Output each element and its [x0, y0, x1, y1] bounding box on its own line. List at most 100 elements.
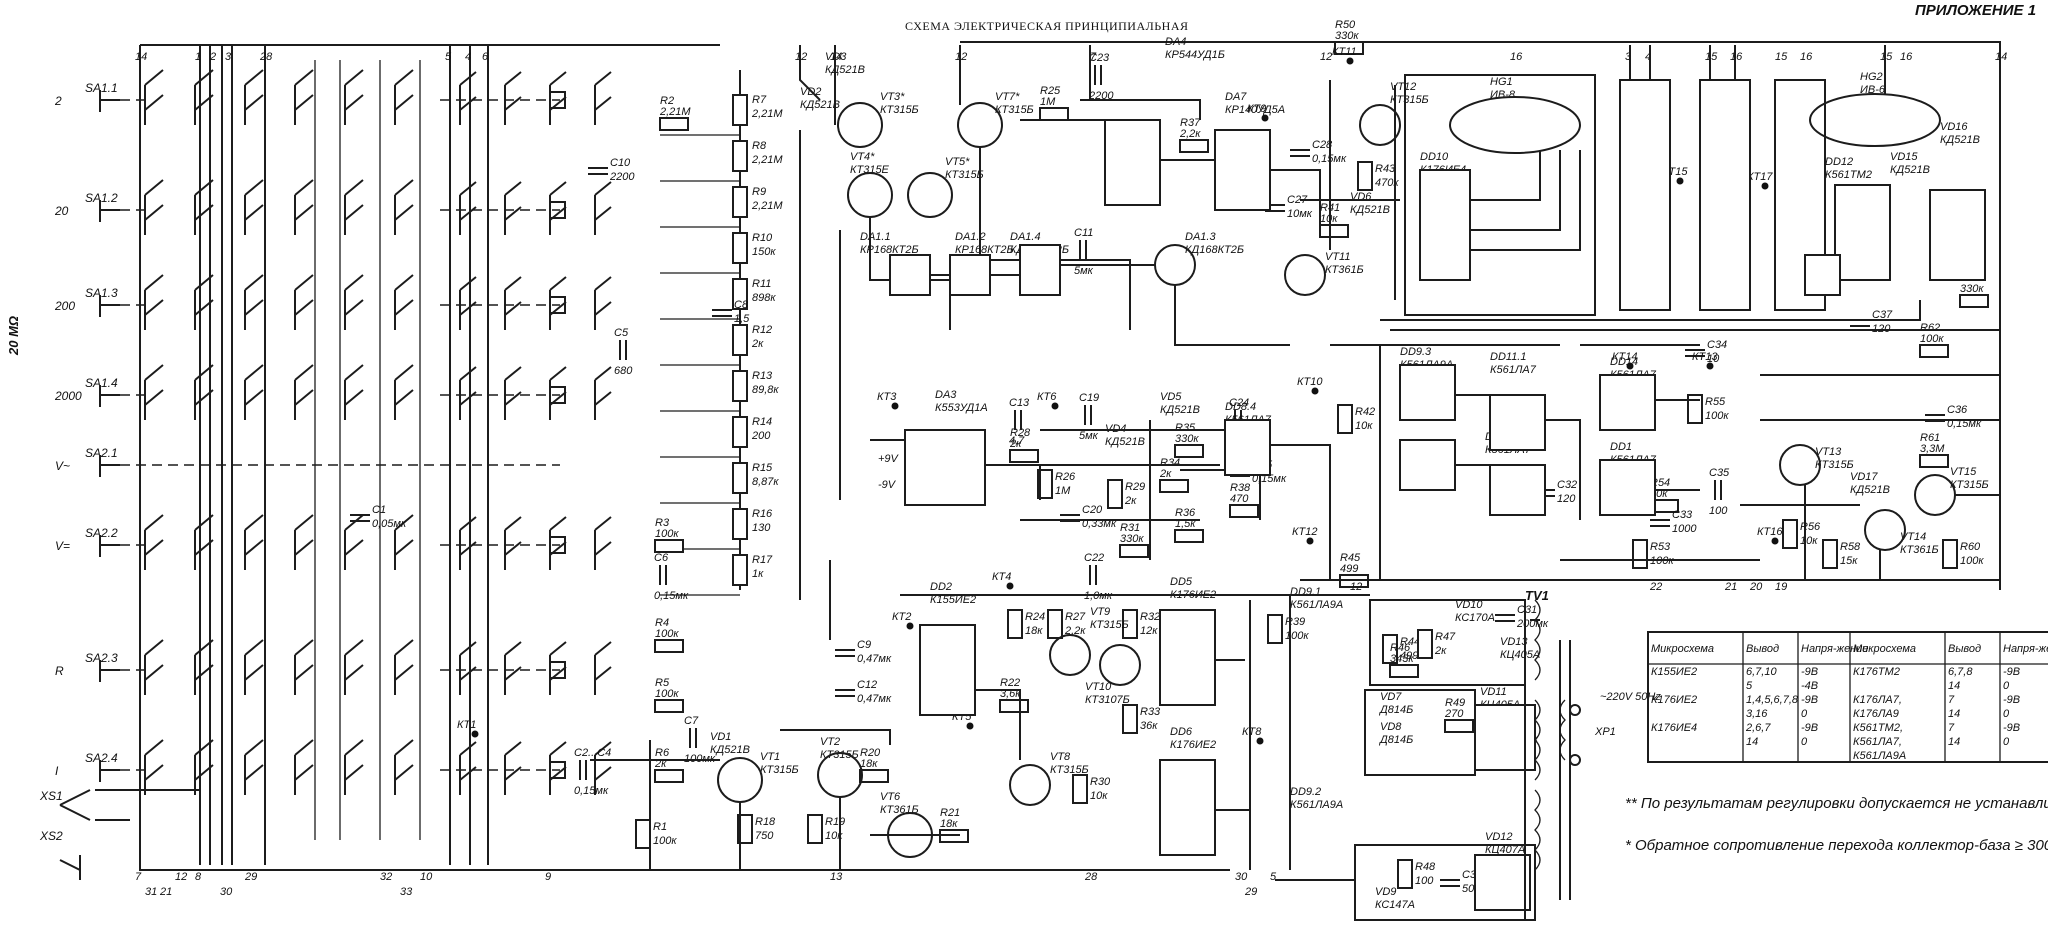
semi-type: КД521В — [1850, 484, 1890, 496]
semi-type: КТ361Б — [1900, 544, 1939, 556]
test-point-14: КТ14 — [1612, 351, 1637, 370]
semi-ref: VT14 — [1900, 531, 1926, 543]
switch-range: 200 — [54, 299, 75, 313]
connectors: XS1 XS2 — [39, 789, 200, 880]
ic-ref: DD9.2 — [1290, 786, 1321, 798]
wire-number-top: 15 — [1705, 51, 1718, 63]
resistor-ref: R3 — [655, 517, 670, 529]
table-cell: К176ЛА9 — [1853, 708, 1899, 720]
ic-type: К561ТМ2 — [1825, 169, 1872, 181]
side-range-label: 20 МΩ — [6, 316, 21, 356]
resistor-value: 3,3М — [1920, 443, 1945, 455]
capacitor-value: 5мк — [1079, 430, 1099, 442]
xs1-label: XS1 — [39, 789, 63, 803]
dd11-2-box — [1489, 464, 1546, 516]
resistor-ref: R9 — [752, 186, 766, 198]
semi-type: КТ315Б — [1390, 94, 1429, 106]
wire-number-top: 28 — [259, 51, 273, 63]
semi-type: Д814Б — [1378, 734, 1413, 746]
ps-frame-mid — [1364, 689, 1476, 776]
vd12-bridge — [1474, 854, 1531, 911]
test-point-6: КТ6 — [1037, 391, 1059, 410]
resistor-value: 470к — [1375, 177, 1399, 189]
note-1: ** По результатам регулировки допускаетс… — [1625, 795, 2048, 812]
table-cell: 7 — [1948, 722, 1955, 734]
semi-type: КТ3107Б — [1085, 694, 1130, 706]
switch-ref: SA2.4 — [85, 751, 118, 765]
resistor-ref: R25 — [1040, 85, 1061, 97]
semi-type: КД521В — [1940, 134, 1980, 146]
resistor-value: 100к — [1705, 410, 1729, 422]
semi-ref: VD13 — [1500, 636, 1528, 648]
capacitor-ref: C23 — [1089, 52, 1110, 64]
resistor-value: 100к — [1920, 333, 1944, 345]
resistor-r9 — [732, 186, 748, 218]
resistor-value: 200 — [751, 430, 771, 442]
semi-type: КТ315Б — [820, 749, 859, 761]
capacitor-c1: C10,05мк — [350, 504, 407, 530]
ic-ref: DD6 — [1170, 726, 1193, 738]
resistor-value: 18к — [1025, 625, 1043, 637]
capacitor-c8: C81,5 — [712, 299, 750, 325]
resistor-value: 100к — [1960, 555, 1984, 567]
table-header-cell: Напря-жение — [2003, 643, 2048, 655]
test-point-label: КТ4 — [992, 571, 1011, 583]
wire-number-bottom: 33 — [400, 886, 413, 898]
table-cell: -4В — [1801, 680, 1818, 692]
resistor-value: 343к — [1390, 653, 1414, 665]
resistor-value: 2к — [1124, 495, 1137, 507]
resistor-ref: R11 — [752, 278, 771, 290]
capacitor-value: 0,15мк — [654, 590, 689, 602]
resistor-ref: R55 — [1705, 396, 1726, 408]
ic-ref: DA4 — [1165, 36, 1186, 48]
semi-type: КТ315Б — [1050, 764, 1089, 776]
resistor-value: 100к — [653, 835, 677, 847]
resistor-value: 18к — [940, 818, 958, 830]
switch-range: 2 — [54, 94, 62, 108]
ic-ref: DA1.4 — [1010, 231, 1041, 243]
resistor-value: 2к — [1009, 438, 1022, 450]
semi-type: КС170А — [1455, 612, 1495, 624]
test-point-16: КТ16 — [1757, 526, 1783, 545]
vt4-symbol — [847, 172, 893, 218]
semi-type: КД521В — [1890, 164, 1930, 176]
table-cell: -9В — [2003, 666, 2020, 678]
capacitor-value: 1,5 — [734, 313, 750, 325]
table-header-cell: Вывод — [1746, 643, 1779, 655]
switch-sa2-2: SA2.2V= — [55, 514, 612, 570]
resistor-ref: R13 — [752, 370, 773, 382]
resistor-ref: R60 — [1960, 541, 1981, 553]
semi-ref: VT2 — [820, 736, 840, 748]
resistor-r2: R22,21M — [659, 95, 691, 131]
test-point-2: КТ2 — [892, 611, 914, 630]
resistor-value: 2,21M — [659, 106, 691, 118]
dd14-box — [1599, 374, 1656, 431]
switch-group: SA1.12SA1.220SA1.3200SA1.42000SA2.1V~SA2… — [54, 69, 612, 795]
resistor-ref: R20 — [860, 747, 881, 759]
table-cell: 0 — [2003, 736, 2010, 748]
test-point-1: КТ1 — [457, 719, 479, 738]
vt15-symbol — [1914, 474, 1956, 516]
wire-number-top: 4 — [465, 51, 471, 63]
table-cell: К561ЛА7, — [1853, 736, 1902, 748]
integrator-block-da3 — [870, 420, 1270, 560]
resistor-value: 330к — [1120, 533, 1144, 545]
wire-number-bottom: 5 — [1270, 871, 1277, 883]
resistor-r55: R55 100к — [1687, 394, 1729, 424]
resistor-r12 — [732, 324, 748, 356]
